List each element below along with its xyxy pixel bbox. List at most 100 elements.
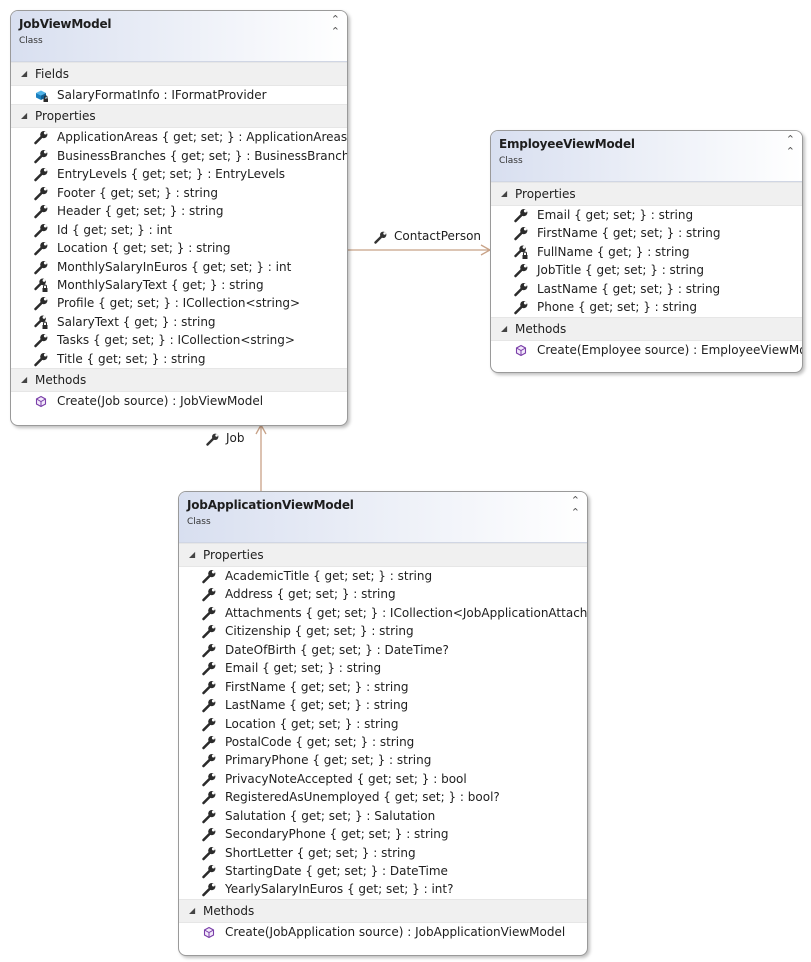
triangle-down-icon[interactable]: ◢ (21, 69, 28, 78)
class-box-employee-view-model[interactable]: EmployeeViewModel Class ⌃⌃ ◢ Properties … (490, 130, 803, 373)
member-text: Header { get; set; } : string (57, 204, 224, 219)
class-box-job-application-view-model[interactable]: JobApplicationViewModel Class ⌃⌃ ◢ Prope… (178, 491, 588, 956)
wrench-icon (33, 165, 49, 183)
methods-section-header[interactable]: ◢ Methods (11, 368, 347, 393)
wrench-lock-icon (33, 276, 49, 294)
wrench-icon (33, 258, 49, 276)
property-row[interactable]: BusinessBranches { get; set; } : Busines… (11, 147, 347, 165)
association-contact-person[interactable]: ContactPerson (374, 229, 481, 244)
collapse-icon[interactable]: ⌃⌃ (785, 133, 795, 158)
class-box-job-view-model[interactable]: JobViewModel Class ⌃⌃ ◢ Fields SalaryFor… (10, 10, 348, 426)
properties-compartment: ◢ Properties ApplicationAreas { get; set… (11, 104, 347, 368)
property-row[interactable]: Salutation { get; set; } : Salutation (179, 807, 587, 825)
property-row[interactable]: DateOfBirth { get; set; } : DateTime? (179, 641, 587, 659)
property-row[interactable]: Phone { get; set; } : string (491, 298, 802, 316)
property-row[interactable]: LastName { get; set; } : string (491, 280, 802, 298)
methods-section-header[interactable]: ◢ Methods (491, 316, 802, 341)
method-row[interactable]: Create(Job source) : JobViewModel (11, 392, 347, 410)
member-text: LastName { get; set; } : string (537, 281, 721, 296)
class-name: JobApplicationViewModel (187, 498, 354, 512)
member-text: Phone { get; set; } : string (537, 300, 697, 315)
methods-compartment: ◢ Methods Create(JobApplication source) … (179, 898, 587, 941)
member-text: Create(Employee source) : EmployeeViewMo… (537, 342, 803, 357)
property-row[interactable]: PrivacyNoteAccepted { get; set; } : bool (179, 770, 587, 788)
member-text: Location { get; set; } : string (57, 241, 231, 256)
property-row[interactable]: Tasks { get; set; } : ICollection<string… (11, 331, 347, 349)
property-row[interactable]: Profile { get; set; } : ICollection<stri… (11, 294, 347, 312)
property-row[interactable]: PrimaryPhone { get; set; } : string (179, 751, 587, 769)
triangle-down-icon[interactable]: ◢ (21, 375, 28, 385)
triangle-down-icon[interactable]: ◢ (189, 905, 196, 915)
collapse-icon[interactable]: ⌃⌃ (330, 13, 340, 38)
property-row[interactable]: FirstName { get; set; } : string (491, 224, 802, 242)
wrench-lock-icon (33, 313, 49, 331)
property-row[interactable]: AcademicTitle { get; set; } : string (179, 567, 587, 585)
wrench-icon (201, 844, 217, 862)
property-row[interactable]: Citizenship { get; set; } : string (179, 622, 587, 640)
method-row[interactable]: Create(Employee source) : EmployeeViewMo… (491, 341, 802, 359)
wrench-icon (33, 221, 49, 239)
properties-section-header[interactable]: ◢ Properties (179, 543, 587, 567)
property-row[interactable]: Id { get; set; } : int (11, 221, 347, 239)
property-row[interactable]: RegisteredAsUnemployed { get; set; } : b… (179, 788, 587, 806)
triangle-down-icon[interactable]: ◢ (21, 111, 28, 121)
property-row[interactable]: LastName { get; set; } : string (179, 696, 587, 714)
member-text: RegisteredAsUnemployed { get; set; } : b… (225, 790, 500, 805)
field-row[interactable]: SalaryFormatInfo : IFormatProvider (11, 86, 347, 104)
properties-section-header[interactable]: ◢ Properties (491, 182, 802, 206)
wrench-icon (201, 641, 217, 659)
property-row[interactable]: FullName { get; } : string (491, 243, 802, 261)
property-row[interactable]: Title { get; set; } : string (11, 350, 347, 368)
class-stereotype: Class (499, 156, 523, 166)
member-text: LastName { get; set; } : string (225, 698, 409, 713)
property-row[interactable]: StartingDate { get; set; } : DateTime (179, 862, 587, 880)
methods-section-header[interactable]: ◢ Methods (179, 898, 587, 923)
property-row[interactable]: Email { get; set; } : string (179, 659, 587, 677)
property-row[interactable]: Email { get; set; } : string (491, 206, 802, 224)
wrench-icon (513, 298, 529, 316)
member-text: AcademicTitle { get; set; } : string (225, 569, 433, 583)
property-row[interactable]: SalaryText { get; } : string (11, 313, 347, 331)
member-text: MonthlySalaryText { get; } : string (57, 277, 264, 292)
member-text: Footer { get; set; } : string (57, 185, 218, 200)
property-row[interactable]: Header { get; set; } : string (11, 202, 347, 220)
wrench-icon (33, 128, 49, 146)
property-row[interactable]: PostalCode { get; set; } : string (179, 733, 587, 751)
property-row[interactable]: EntryLevels { get; set; } : EntryLevels (11, 165, 347, 183)
property-row[interactable]: SecondaryPhone { get; set; } : string (179, 825, 587, 843)
method-row[interactable]: Create(JobApplication source) : JobAppli… (179, 923, 587, 941)
properties-compartment: ◢ Properties AcademicTitle { get; set; }… (179, 543, 587, 899)
property-row[interactable]: Address { get; set; } : string (179, 585, 587, 603)
member-text: SecondaryPhone { get; set; } : string (225, 827, 449, 842)
triangle-down-icon[interactable]: ◢ (189, 550, 196, 559)
property-row[interactable]: JobTitle { get; set; } : string (491, 261, 802, 279)
association-job[interactable]: Job (206, 431, 245, 446)
property-row[interactable]: Attachments { get; set; } : ICollection<… (179, 604, 587, 622)
wrench-icon (201, 770, 217, 788)
property-row[interactable]: MonthlySalaryInEuros { get; set; } : int (11, 258, 347, 276)
section-label: Methods (203, 903, 255, 918)
triangle-down-icon[interactable]: ◢ (501, 189, 508, 198)
property-row[interactable]: Location { get; set; } : string (11, 239, 347, 257)
member-text: Tasks { get; set; } : ICollection<string… (57, 333, 295, 348)
member-text: DateOfBirth { get; set; } : DateTime? (225, 642, 449, 657)
property-row[interactable]: Location { get; set; } : string (179, 715, 587, 733)
class-header: EmployeeViewModel Class ⌃⌃ (491, 131, 802, 182)
association-label: ContactPerson (394, 229, 482, 243)
fields-section-header[interactable]: ◢ Fields (11, 62, 347, 86)
properties-section-header[interactable]: ◢ Properties (11, 104, 347, 129)
collapse-icon[interactable]: ⌃⌃ (570, 494, 580, 519)
member-text: MonthlySalaryInEuros { get; set; } : int (57, 259, 292, 274)
class-name: JobViewModel (19, 17, 112, 31)
property-row[interactable]: ShortLetter { get; set; } : string (179, 844, 587, 862)
section-label: Properties (515, 187, 576, 201)
property-row[interactable]: YearlySalaryInEuros { get; set; } : int? (179, 880, 587, 898)
property-row[interactable]: Footer { get; set; } : string (11, 184, 347, 202)
wrench-icon (513, 224, 529, 242)
triangle-down-icon[interactable]: ◢ (501, 323, 508, 333)
member-text: Attachments { get; set; } : ICollection<… (225, 605, 588, 620)
class-name: EmployeeViewModel (499, 137, 635, 151)
property-row[interactable]: MonthlySalaryText { get; } : string (11, 276, 347, 294)
property-row[interactable]: ApplicationAreas { get; set; } : Applica… (11, 128, 347, 146)
property-row[interactable]: FirstName { get; set; } : string (179, 678, 587, 696)
